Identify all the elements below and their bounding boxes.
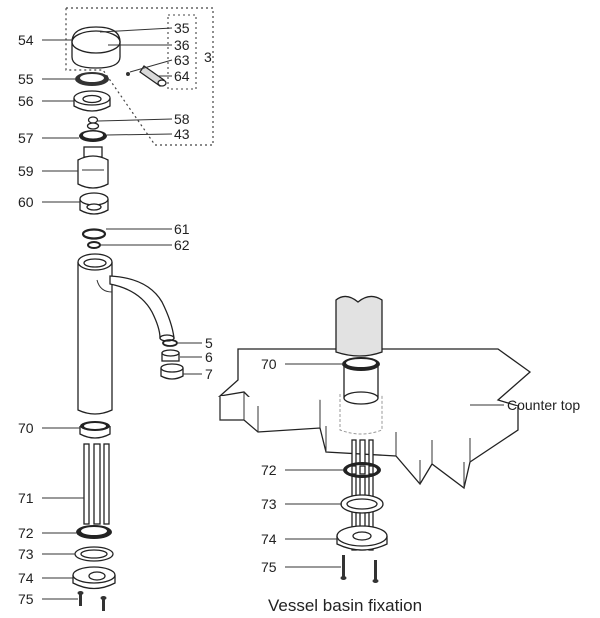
callout-59: 59 bbox=[18, 163, 34, 179]
callout-62: 62 bbox=[174, 237, 190, 253]
callout-55: 55 bbox=[18, 71, 34, 87]
part-71-rods bbox=[83, 443, 110, 525]
callout-63: 63 bbox=[174, 52, 190, 68]
callout-72: 72 bbox=[18, 525, 34, 541]
rv-callout-75: 75 bbox=[261, 559, 277, 575]
part-59-cartridge bbox=[77, 146, 109, 189]
callout-58: 58 bbox=[174, 111, 190, 127]
right-leader-lines bbox=[285, 363, 504, 568]
part-72-ring bbox=[76, 525, 112, 539]
callout-6: 6 bbox=[205, 349, 213, 365]
part-74-plate bbox=[72, 566, 116, 590]
rv-callout-70: 70 bbox=[261, 356, 277, 372]
callout-71: 71 bbox=[18, 490, 34, 506]
left-leader-lines bbox=[42, 27, 202, 600]
callout-64: 64 bbox=[174, 68, 190, 84]
callout-7: 7 bbox=[205, 366, 213, 382]
rv-part-73-washer bbox=[340, 494, 384, 514]
part-body-spout bbox=[77, 253, 175, 415]
part-60-insert bbox=[79, 192, 109, 215]
subgroup-box-3 bbox=[167, 14, 197, 90]
caption: Vessel basin fixation bbox=[268, 596, 422, 615]
callout-3: 3 bbox=[204, 49, 212, 65]
callout-54: 54 bbox=[18, 32, 34, 48]
part-73-washer bbox=[74, 546, 114, 562]
counter-top-label: Counter top bbox=[507, 397, 580, 413]
callout-43: 43 bbox=[174, 126, 190, 142]
handle-group-box bbox=[65, 7, 214, 146]
left-exploded-view: 54 55 56 57 59 60 70 71 72 73 74 75 35 3… bbox=[18, 7, 214, 611]
faucet-base bbox=[335, 295, 383, 435]
callout-35: 35 bbox=[174, 20, 190, 36]
right-installation-view: 70 72 73 74 75 Counter top Vessel basin … bbox=[217, 295, 580, 615]
callout-36: 36 bbox=[174, 37, 190, 53]
callout-61: 61 bbox=[174, 221, 190, 237]
callout-56: 56 bbox=[18, 93, 34, 109]
callout-74: 74 bbox=[18, 570, 34, 586]
callout-60: 60 bbox=[18, 194, 34, 210]
part-75-screws bbox=[77, 591, 107, 611]
callout-57: 57 bbox=[18, 130, 34, 146]
part-5-oring bbox=[162, 339, 178, 347]
callout-70: 70 bbox=[18, 420, 34, 436]
rv-callout-74: 74 bbox=[261, 531, 277, 547]
rv-callout-73: 73 bbox=[261, 496, 277, 512]
callout-75: 75 bbox=[18, 591, 34, 607]
part-55-ring bbox=[75, 72, 109, 86]
callout-73: 73 bbox=[18, 546, 34, 562]
part-70-ring bbox=[79, 421, 111, 439]
part-54-handle bbox=[71, 26, 121, 69]
part-63-screw bbox=[126, 72, 130, 76]
part-7-nut bbox=[160, 363, 184, 380]
part-58-nut bbox=[86, 116, 100, 130]
part-6-aerator bbox=[161, 349, 180, 362]
rv-part-72-ring bbox=[343, 462, 381, 478]
part-56-cover bbox=[73, 90, 111, 112]
part-61-oring bbox=[81, 228, 107, 240]
callout-5: 5 bbox=[205, 335, 213, 351]
rv-part-74-plate bbox=[336, 525, 388, 551]
part-62-oring bbox=[87, 241, 101, 249]
rv-part-75-screws bbox=[340, 555, 379, 583]
rv-callout-72: 72 bbox=[261, 462, 277, 478]
part-57-oring bbox=[79, 130, 107, 142]
